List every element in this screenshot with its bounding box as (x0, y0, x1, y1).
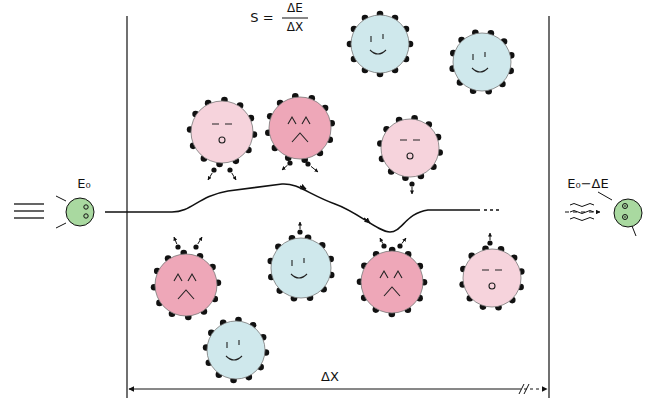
atom (265, 93, 335, 163)
leader-line (598, 192, 612, 200)
electron-arrow (174, 237, 177, 244)
break-mark (519, 384, 529, 394)
particle-track (484, 209, 500, 211)
atom (377, 115, 443, 181)
electron (175, 244, 180, 249)
dimension-line (518, 389, 547, 390)
electron (409, 181, 414, 186)
energy-label: E₀ (77, 177, 90, 191)
atom (203, 317, 269, 383)
electron (211, 167, 216, 172)
electron (227, 167, 232, 172)
atom-group (151, 11, 525, 383)
material-boundary (548, 16, 549, 398)
formula-text: ΔX (287, 21, 303, 34)
electron-arrow (311, 166, 318, 172)
electron (297, 229, 302, 234)
particle-track (105, 184, 480, 232)
atom (187, 97, 257, 167)
electron-arrow (412, 187, 413, 194)
formula-text: S = (250, 11, 273, 25)
electron-arrow (402, 238, 406, 244)
material-boundary (126, 16, 127, 398)
electron (193, 244, 198, 249)
atom (449, 29, 514, 94)
dimension-label: ΔX (321, 370, 339, 384)
atom (347, 11, 414, 78)
electron (381, 243, 386, 248)
electron (397, 243, 402, 248)
outgoing-particle (570, 199, 642, 236)
atom (459, 245, 524, 310)
electron-arrow (232, 173, 236, 180)
electron-arrow (282, 165, 288, 170)
electron (305, 161, 310, 166)
electron-arrow (198, 237, 202, 244)
electron-arrow (380, 238, 383, 244)
dimension-line (129, 389, 518, 390)
atom (151, 250, 221, 320)
formula-text: ΔE (287, 2, 303, 15)
particle-track (565, 211, 600, 212)
electron (287, 160, 292, 165)
electron-arrow (208, 173, 212, 180)
track-arrow (300, 186, 306, 189)
electron (487, 240, 492, 245)
electron-arrow (490, 233, 491, 240)
fraction-bar (282, 18, 308, 19)
electron-arrow (300, 222, 301, 229)
track-arrow (364, 218, 370, 223)
atom (357, 247, 428, 318)
incoming-particle (14, 196, 94, 228)
atom (268, 235, 335, 302)
energy-label: E₀−ΔE (567, 177, 608, 191)
